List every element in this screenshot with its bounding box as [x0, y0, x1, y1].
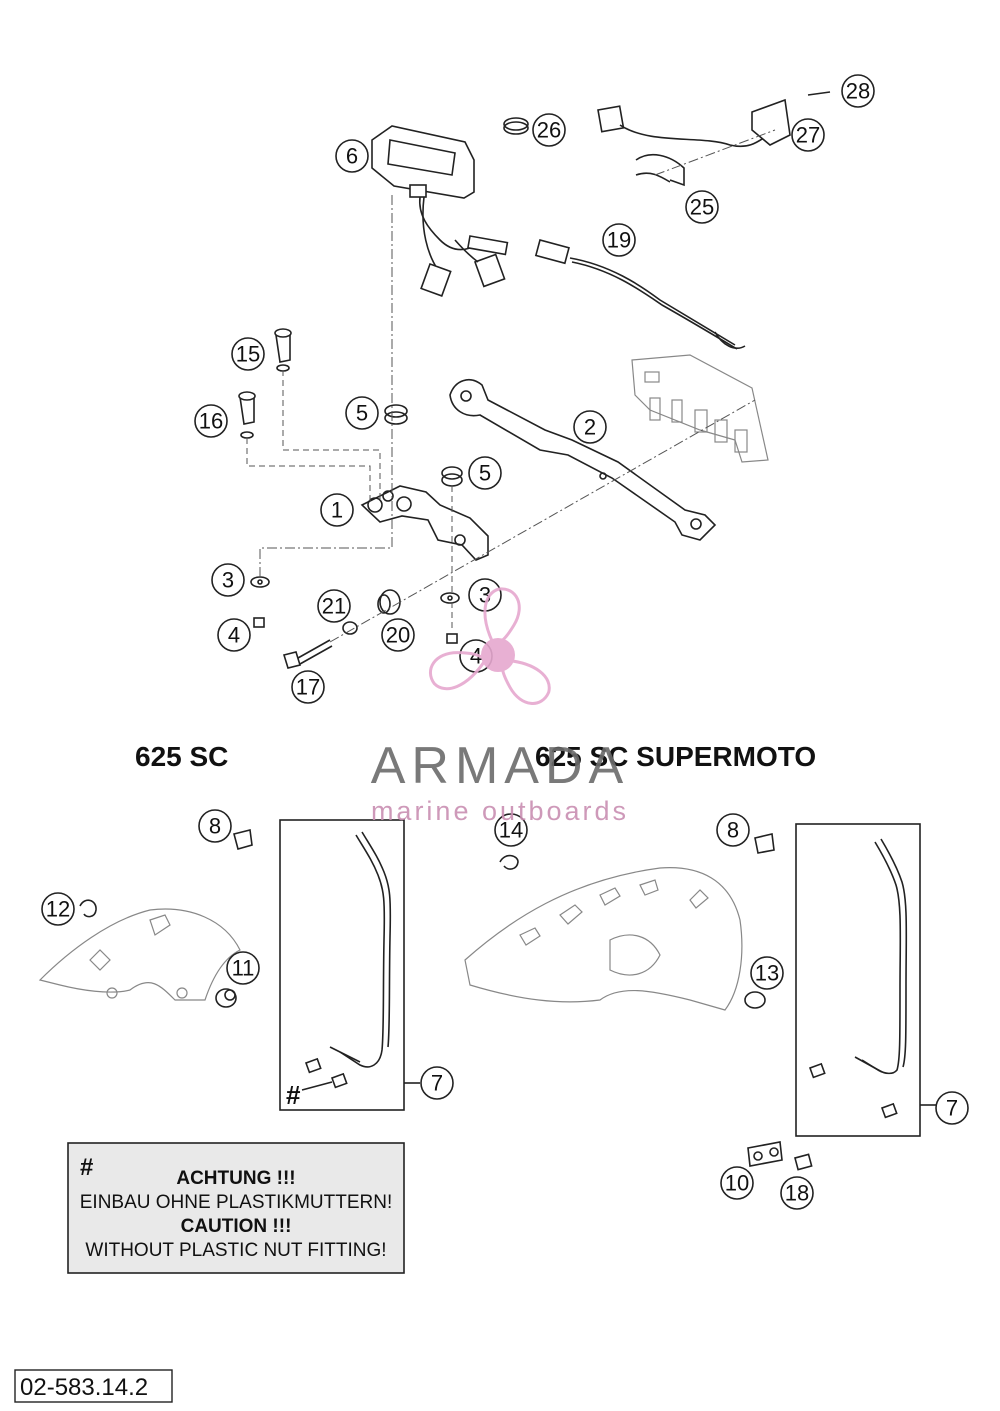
note-line-without: WITHOUT PLASTIC NUT FITTING! [85, 1240, 386, 1261]
callout-19: 20 [381, 618, 415, 652]
callout-5-upper: 5 [345, 396, 379, 430]
callout-1: 1 [320, 493, 354, 527]
svg-text:27: 27 [796, 123, 820, 148]
part-15-bolt [274, 328, 292, 372]
note-line-caution: CAUTION !!! [181, 1216, 292, 1237]
svg-text:17: 17 [296, 675, 320, 700]
callout-20: 18 [780, 1176, 814, 1210]
callout-8-right: 8 [716, 813, 750, 847]
ghost-plate [631, 354, 769, 463]
variant-label-625-sc: 625 SC [135, 741, 228, 772]
watermark-subtitle: marine outboards [371, 796, 629, 826]
watermark: ARMADA marine outboards [371, 587, 629, 826]
svg-text:20: 20 [386, 623, 410, 648]
callout-7-right: 7 [935, 1091, 969, 1125]
callout-3-left: 3 [211, 563, 245, 597]
callout-18: 19 [602, 223, 636, 257]
callout-14: 14 [494, 813, 528, 847]
callout-4-left: 4 [217, 618, 251, 652]
svg-text:7: 7 [431, 1071, 443, 1096]
svg-text:8: 8 [727, 818, 739, 843]
svg-text:8: 8 [209, 814, 221, 839]
callout-26: 26 [532, 113, 566, 147]
part-5-grommet-lower [441, 466, 463, 487]
callout-21: 21 [317, 589, 351, 623]
part-18-cable [534, 239, 746, 350]
callout-27: 27 [791, 118, 825, 152]
callout-11: 11 [226, 951, 260, 985]
note-line-einbau: EINBAU OHNE PLASTIKMUTTERN! [80, 1192, 393, 1213]
part-2-bracket [449, 379, 717, 541]
svg-text:18: 18 [785, 1181, 809, 1206]
svg-text:15: 15 [236, 342, 260, 367]
document-number: 02-583.14.2 [20, 1374, 148, 1401]
svg-text:5: 5 [356, 401, 368, 426]
svg-text:10: 10 [725, 1171, 749, 1196]
variant-label-625-sc-supermoto: 625 SC SUPERMOTO [535, 741, 816, 772]
callout-28: 28 [841, 74, 875, 108]
part-3-washer-left [250, 576, 270, 588]
callout-13: 13 [750, 956, 784, 990]
svg-text:26: 26 [537, 118, 561, 143]
left-variant-parts [38, 819, 420, 1111]
svg-text:5: 5 [479, 461, 491, 486]
callout-16: 16 [194, 404, 228, 438]
svg-text:19: 19 [607, 228, 631, 253]
callout-5-lower: 5 [468, 456, 502, 490]
svg-text:12: 12 [46, 897, 70, 922]
part-17-screw [282, 639, 333, 669]
svg-text:16: 16 [199, 409, 223, 434]
part-19-grommet [377, 589, 401, 615]
svg-text:14: 14 [499, 818, 523, 843]
callout-8-left: 8 [198, 809, 232, 843]
callout-15: 15 [231, 337, 265, 371]
svg-text:3: 3 [222, 568, 234, 593]
callout-7-left: 7 [420, 1066, 454, 1100]
part-4-nut-left [253, 617, 265, 628]
svg-text:13: 13 [755, 961, 779, 986]
part-27-sensor-assembly [597, 91, 831, 187]
part-1-holder [360, 485, 489, 561]
callout-6: 6 [335, 139, 369, 173]
svg-text:4: 4 [228, 623, 240, 648]
note-line-achtung: ACHTUNG !!! [176, 1168, 295, 1189]
svg-text:2: 2 [584, 415, 596, 440]
caution-note-box: # ACHTUNG !!! EINBAU OHNE PLASTIKMUTTERN… [67, 1142, 405, 1274]
part-4-nut-right [446, 633, 458, 644]
propeller-logo-icon [428, 587, 551, 705]
callout-25: 25 [685, 190, 719, 224]
assembly-lines [246, 129, 776, 643]
part-5-grommet-upper [384, 404, 408, 425]
svg-text:1: 1 [331, 498, 343, 523]
part-6-speedometer-unit [371, 125, 509, 297]
callout-2: 2 [573, 410, 607, 444]
callout-17: 17 [291, 670, 325, 704]
right-variant-parts [464, 823, 936, 1171]
svg-text:25: 25 [690, 195, 714, 220]
svg-text:7: 7 [946, 1096, 958, 1121]
hash-marker: # [286, 1080, 301, 1110]
callout-10: 10 [720, 1166, 754, 1200]
part-26-cap [503, 117, 529, 135]
part-16-bolt [238, 391, 256, 439]
part-21-sleeve [342, 621, 358, 635]
svg-text:11: 11 [232, 956, 255, 981]
svg-text:28: 28 [846, 79, 870, 104]
note-hash-symbol: # [80, 1154, 93, 1181]
callout-12: 12 [41, 892, 75, 926]
svg-text:6: 6 [346, 144, 358, 169]
watermark-title: ARMADA [371, 737, 629, 795]
svg-text:21: 21 [322, 594, 346, 619]
document-number-box: 02-583.14.2 [14, 1369, 173, 1403]
part-3-washer-right [440, 592, 460, 604]
